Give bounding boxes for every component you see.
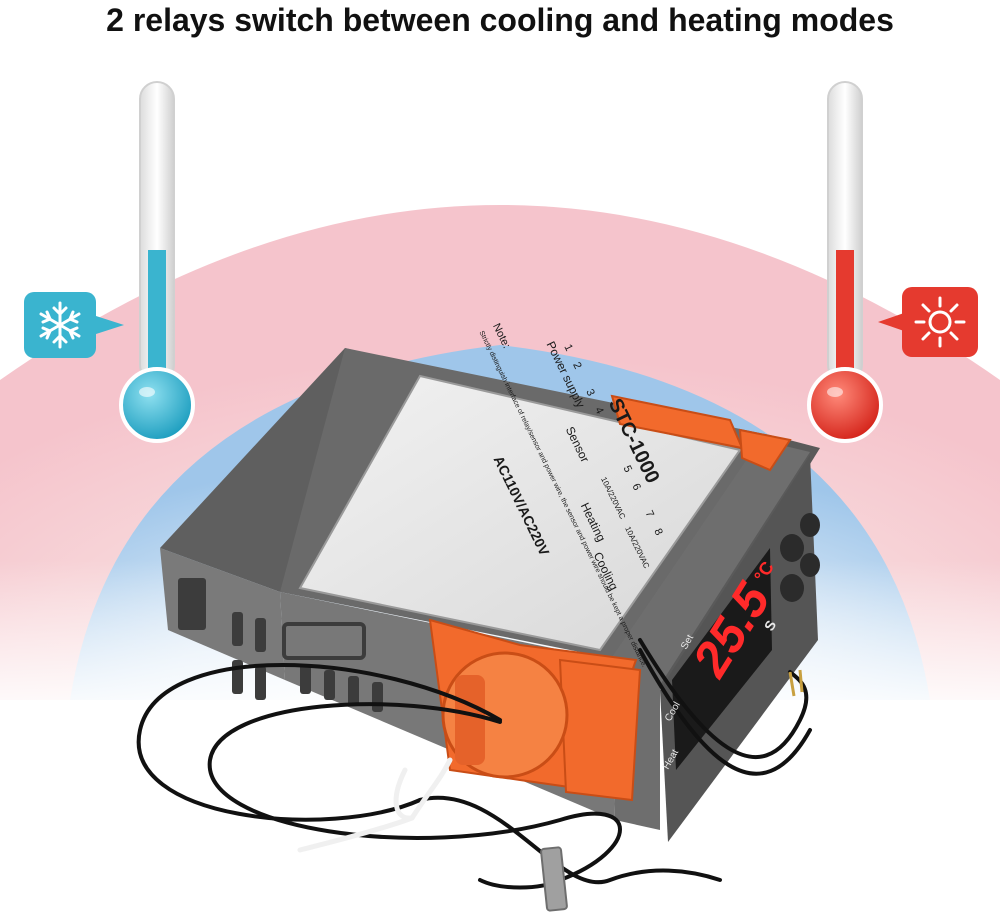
cold-thermometer <box>119 81 195 443</box>
wire-leads <box>788 669 804 697</box>
sensor-cable <box>136 638 812 890</box>
terminal-7: 7 <box>643 509 656 520</box>
hot-thermometer <box>807 81 883 443</box>
terminal-2: 2 <box>570 360 583 371</box>
terminal-6: 6 <box>629 482 642 493</box>
mounting-clip <box>441 651 569 779</box>
cable-tie <box>297 757 453 853</box>
terminal-8: 8 <box>651 527 664 538</box>
snowflake-icon <box>24 292 124 358</box>
headline: 2 relays switch between cooling and heat… <box>106 2 894 38</box>
terminal-3: 3 <box>583 387 596 398</box>
terminal-1: 1 <box>561 342 574 353</box>
terminal-4: 4 <box>592 405 605 416</box>
thermostat-device <box>160 348 820 842</box>
sun-icon <box>878 287 978 357</box>
probe-tip <box>540 846 568 912</box>
terminal-5: 5 <box>621 464 634 475</box>
